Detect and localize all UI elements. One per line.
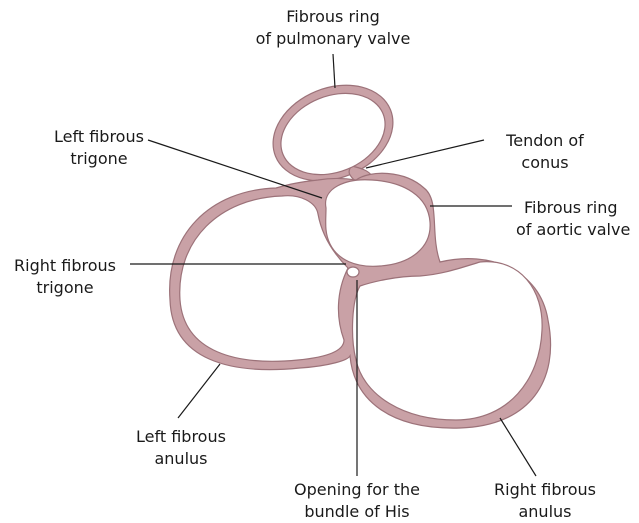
leader-left-anulus (178, 364, 220, 418)
label-right-fibrous-anulus: Right fibrous anulus (470, 479, 620, 523)
label-left-fibrous-trigone: Left fibrous trigone (24, 126, 174, 170)
label-line: of pulmonary valve (248, 28, 418, 50)
label-line: bundle of His (282, 501, 432, 523)
label-left-fibrous-anulus: Left fibrous anulus (106, 426, 256, 470)
label-line: Left fibrous (24, 126, 174, 148)
label-line: conus (490, 152, 600, 174)
label-line: anulus (470, 501, 620, 523)
label-right-fibrous-trigone: Right fibrous trigone (4, 255, 126, 299)
bundle-of-his-opening (347, 267, 359, 277)
label-line: of aortic valve (516, 219, 639, 241)
leader-right-anulus (500, 418, 536, 476)
label-line: Tendon of (490, 130, 600, 152)
valve-openings (180, 79, 542, 420)
label-line: Right fibrous (470, 479, 620, 501)
label-line: Opening for the (282, 479, 432, 501)
label-line: Fibrous ring (248, 6, 418, 28)
label-tendon-of-conus: Tendon of conus (490, 130, 600, 174)
label-line: Fibrous ring (516, 197, 639, 219)
label-opening-bundle-of-his: Opening for the bundle of His (282, 479, 432, 523)
label-line: trigone (4, 277, 126, 299)
label-line: trigone (24, 148, 174, 170)
tricuspid-valve-opening (353, 262, 543, 420)
leader-pulmonary (333, 54, 335, 88)
label-line: Left fibrous (106, 426, 256, 448)
label-fibrous-ring-pulmonary-valve: Fibrous ring of pulmonary valve (248, 6, 418, 50)
label-fibrous-ring-aortic-valve: Fibrous ring of aortic valve (516, 197, 639, 241)
label-line: Right fibrous (4, 255, 126, 277)
label-line: anulus (106, 448, 256, 470)
